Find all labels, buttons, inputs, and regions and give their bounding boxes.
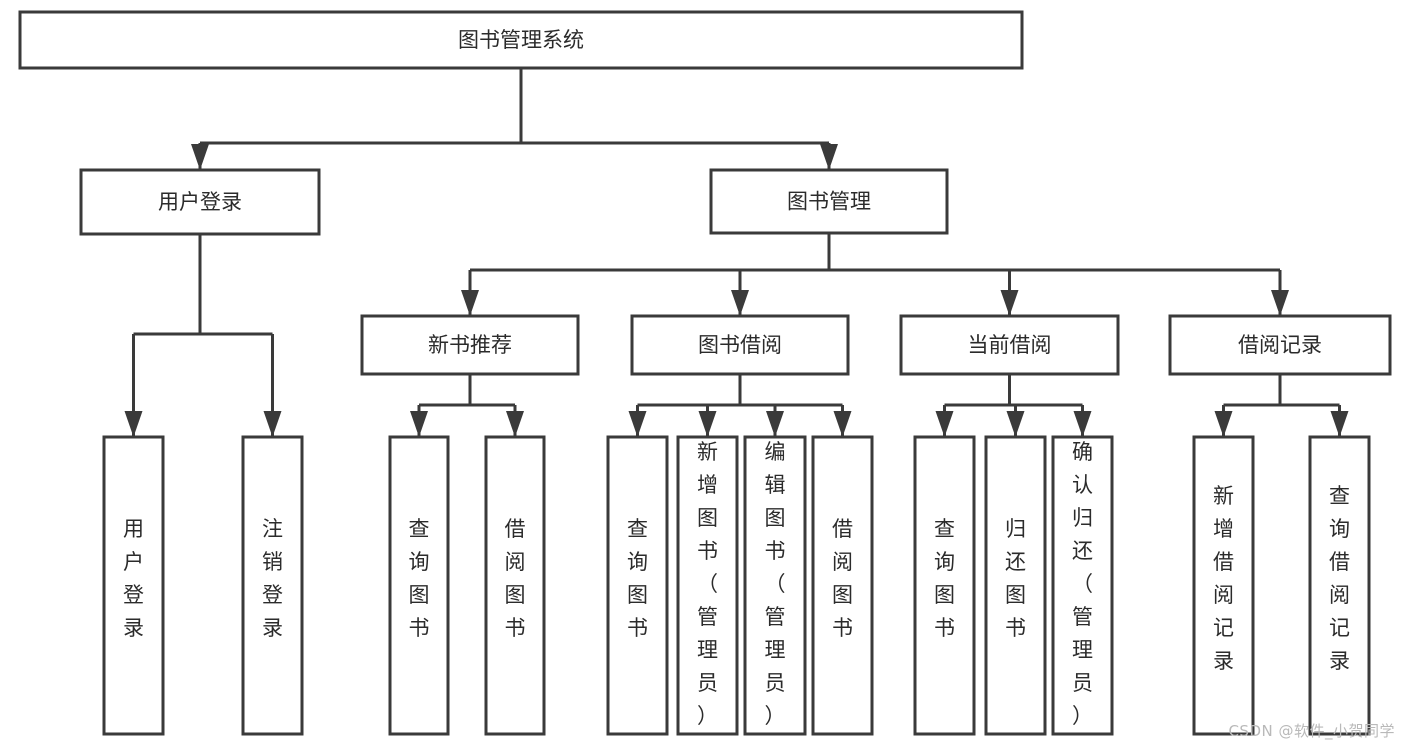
arrowhead-icon: [833, 411, 852, 437]
node-box[interactable]: [241, 435, 304, 736]
node-box[interactable]: [913, 435, 976, 736]
node-box[interactable]: [1192, 435, 1255, 736]
node-box[interactable]: [1051, 435, 1114, 736]
arrowhead-icon: [1000, 290, 1019, 316]
node-label: 借阅记录: [1238, 333, 1322, 357]
arrowhead-icon: [461, 290, 479, 316]
node-label: 图书管理: [787, 190, 871, 214]
arrowhead-icon: [506, 411, 524, 437]
arrowhead-icon: [935, 411, 954, 437]
node-label: 新书推荐: [428, 333, 512, 357]
node-box[interactable]: [743, 435, 807, 736]
node-box[interactable]: [1308, 435, 1371, 736]
node-leaf-query-borrow-record[interactable]: 查询借阅记录: [1308, 435, 1371, 736]
node-box[interactable]: [360, 314, 580, 376]
node-box[interactable]: [1168, 314, 1392, 376]
node-user-login[interactable]: 用户登录: [79, 168, 321, 236]
node-leaf-query-book-current[interactable]: 查询图书: [913, 435, 976, 736]
node-borrow-record[interactable]: 借阅记录: [1168, 314, 1392, 376]
node-label: 用户登录: [123, 517, 144, 640]
node-box[interactable]: [484, 435, 546, 736]
node-box[interactable]: [630, 314, 850, 376]
node-box[interactable]: [388, 435, 450, 736]
arrowhead-icon: [766, 411, 784, 437]
nodes-layer: 图书管理系统用户登录图书管理新书推荐图书借阅当前借阅借阅记录用户登录注销登录查询…: [18, 10, 1392, 736]
node-leaf-return-book[interactable]: 归还图书: [984, 435, 1047, 736]
node-root[interactable]: 图书管理系统: [18, 10, 1024, 70]
node-current-borrow[interactable]: 当前借阅: [899, 314, 1120, 376]
arrowhead-icon: [628, 411, 647, 437]
node-leaf-query-book-recommend[interactable]: 查询图书: [388, 435, 450, 736]
arrowhead-icon: [1214, 411, 1233, 437]
arrowhead-icon: [731, 290, 749, 316]
node-label: 用户登录: [158, 190, 242, 214]
node-book-manage[interactable]: 图书管理: [709, 168, 949, 235]
node-box[interactable]: [811, 435, 874, 736]
node-box[interactable]: [102, 435, 165, 736]
arrowhead-icon: [124, 411, 143, 437]
node-box[interactable]: [984, 435, 1047, 736]
node-leaf-add-borrow-record[interactable]: 新增借阅记录: [1192, 435, 1255, 736]
node-leaf-add-book-admin[interactable]: 新增图书（管理员）: [676, 435, 739, 736]
node-book-borrow[interactable]: 图书借阅: [630, 314, 850, 376]
node-leaf-logout[interactable]: 注销登录: [241, 435, 304, 736]
arrowhead-icon: [1330, 411, 1349, 437]
node-box[interactable]: [606, 435, 669, 736]
arrowhead-icon: [410, 411, 428, 437]
arrowhead-icon: [1006, 411, 1025, 437]
csdn-watermark: CSDN @软件_小贺同学: [1228, 722, 1395, 740]
node-label: 确认归还（管理员）: [1072, 440, 1093, 728]
node-box[interactable]: [79, 168, 321, 236]
arrowhead-icon: [1073, 411, 1092, 437]
arrowhead-icon: [263, 411, 282, 437]
node-label: 图书管理系统: [458, 28, 584, 52]
node-new-book-recommend[interactable]: 新书推荐: [360, 314, 580, 376]
node-box[interactable]: [899, 314, 1120, 376]
connectors-layer: [124, 68, 1349, 437]
node-label: 注销登录: [262, 517, 283, 640]
node-label: 查询图书: [409, 517, 430, 640]
node-label: 图书借阅: [698, 333, 782, 357]
node-label: 当前借阅: [968, 333, 1052, 357]
node-label: 借阅图书: [832, 517, 853, 640]
node-leaf-borrow-book[interactable]: 借阅图书: [811, 435, 874, 736]
node-label: 归还图书: [1005, 517, 1026, 640]
node-leaf-query-book-borrow[interactable]: 查询图书: [606, 435, 669, 736]
node-box[interactable]: [709, 168, 949, 235]
node-box[interactable]: [18, 10, 1024, 70]
arrowhead-icon: [191, 144, 209, 170]
node-box[interactable]: [676, 435, 739, 736]
node-label: 查询图书: [627, 517, 648, 640]
node-leaf-borrow-book-recommend[interactable]: 借阅图书: [484, 435, 546, 736]
arrowhead-icon: [698, 411, 717, 437]
node-label: 新增图书（管理员）: [697, 440, 718, 728]
arrowhead-icon: [820, 144, 838, 170]
node-leaf-edit-book-admin[interactable]: 编辑图书（管理员）: [743, 435, 807, 736]
arrowhead-icon: [1271, 290, 1289, 316]
node-leaf-confirm-return-admin[interactable]: 确认归还（管理员）: [1051, 435, 1114, 736]
node-label: 查询借阅记录: [1329, 484, 1350, 673]
node-label: 查询图书: [934, 517, 955, 640]
node-leaf-user-login[interactable]: 用户登录: [102, 435, 165, 736]
node-label: 借阅图书: [505, 517, 526, 640]
node-label: 新增借阅记录: [1213, 484, 1234, 673]
node-label: 编辑图书（管理员）: [765, 440, 786, 728]
